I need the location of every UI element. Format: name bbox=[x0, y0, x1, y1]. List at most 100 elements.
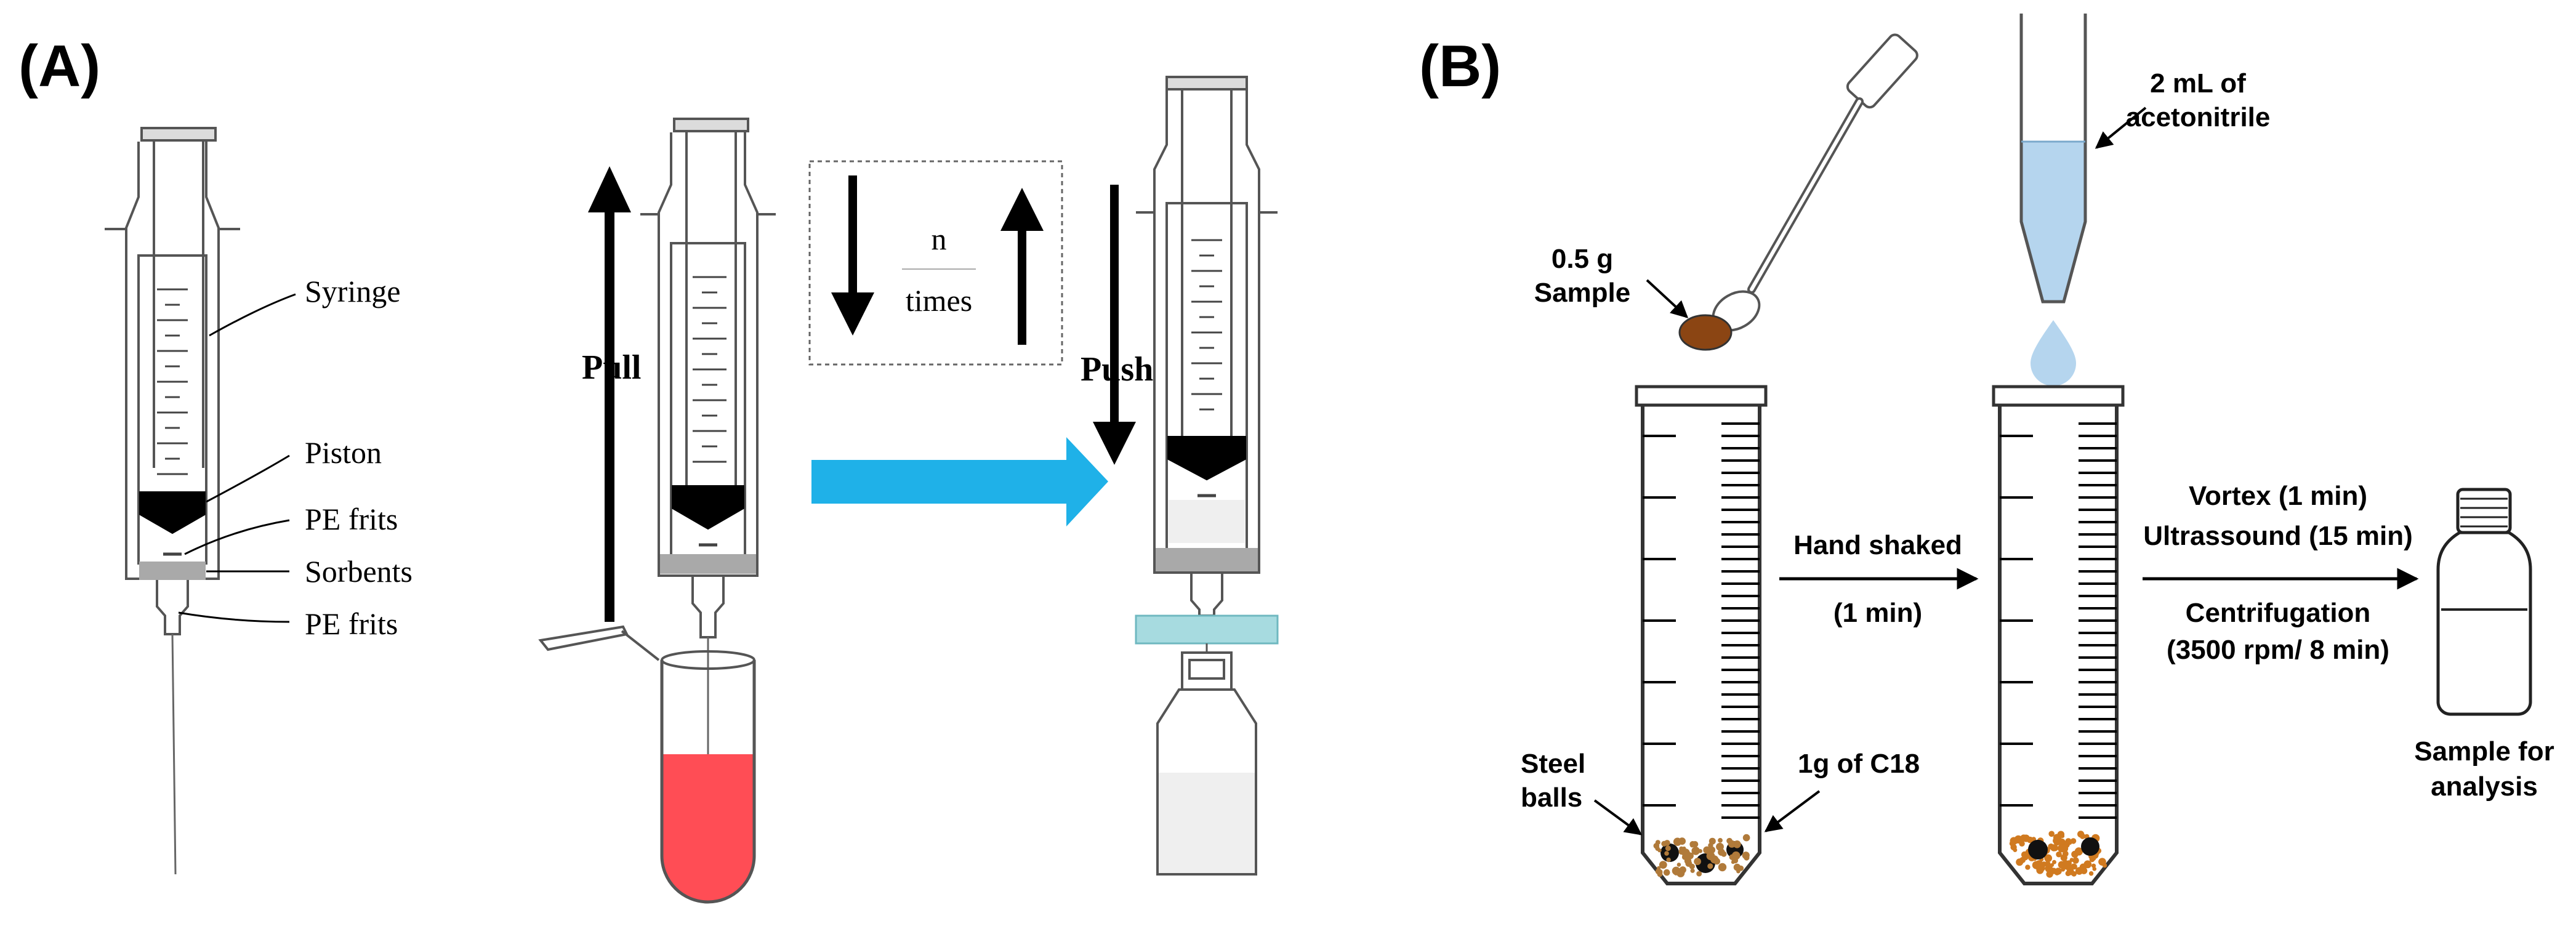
collection-vial bbox=[1156, 643, 1257, 876]
sorbent-particle bbox=[1666, 857, 1671, 863]
sorbent-particle bbox=[2067, 840, 2072, 845]
sorbent-particle bbox=[1665, 845, 1671, 852]
centrifugation-params: (3500 rpm/ 8 min) bbox=[2167, 635, 2389, 665]
steel-balls-line1: Steel bbox=[1521, 749, 1585, 779]
sorbent-particle bbox=[1706, 852, 1715, 861]
sorbent-particle bbox=[1659, 861, 1667, 869]
sorbent-particle bbox=[2019, 840, 2025, 847]
callout-lines bbox=[178, 293, 296, 623]
sorbent-particle bbox=[1698, 849, 1702, 853]
sorbent-particle bbox=[1726, 837, 1733, 844]
sorbent-particle bbox=[2056, 851, 2062, 858]
acetonitrile-pointer bbox=[2095, 107, 2147, 149]
panel-b-label: (B) bbox=[1419, 33, 1501, 99]
plunger-cap bbox=[140, 127, 217, 142]
sorbent-particle bbox=[2036, 866, 2044, 874]
sorbent-particle bbox=[2079, 833, 2086, 839]
panel-a: (A) bbox=[18, 33, 1279, 904]
sorbent-particle bbox=[1709, 837, 1716, 845]
sorbent-particle bbox=[2009, 840, 2015, 847]
tube-1-contents bbox=[1653, 834, 1750, 877]
sorbent-particle bbox=[1664, 851, 1669, 856]
sorbent-particle bbox=[2098, 860, 2104, 865]
sorbent-particle bbox=[1713, 858, 1721, 865]
syringe-filter bbox=[1135, 614, 1279, 645]
sorbent-particle bbox=[1718, 838, 1723, 843]
sorbent-particle bbox=[1703, 846, 1711, 854]
sorbent-particle bbox=[1707, 863, 1713, 869]
sorbent-particle bbox=[1731, 860, 1735, 864]
sample-mass-line2: Sample bbox=[1534, 278, 1631, 308]
sorbent-particle bbox=[2059, 844, 2064, 850]
syringe-pull bbox=[640, 118, 776, 853]
push-label: Push bbox=[1081, 350, 1153, 389]
centrifuge-tube-2 bbox=[1992, 385, 2125, 885]
final-vial bbox=[2436, 488, 2532, 716]
n-label: n bbox=[932, 222, 947, 256]
centrifugation-label: Centrifugation bbox=[2186, 598, 2371, 628]
centrifuge-tube-1 bbox=[1635, 385, 1768, 885]
pipette bbox=[2019, 14, 2087, 386]
process-arrow bbox=[811, 437, 1108, 526]
sorbent-particle bbox=[1721, 851, 1727, 857]
sorbent-particle bbox=[1742, 834, 1750, 842]
times-label: times bbox=[906, 283, 972, 318]
pull-arrow bbox=[588, 166, 631, 622]
acetonitrile-line2: acetonitrile bbox=[2126, 102, 2271, 132]
sorbent-particle bbox=[2057, 831, 2065, 838]
sorbent-particle bbox=[2052, 860, 2056, 864]
sample-mass-line1: 0.5 g bbox=[1552, 244, 1613, 274]
sample-tube bbox=[538, 625, 756, 904]
sorbent-particle bbox=[2019, 856, 2026, 863]
ultrasound-label: Ultrassound (15 min) bbox=[2143, 521, 2413, 551]
syringe-label: Syringe bbox=[305, 274, 401, 308]
syringe-anatomy bbox=[105, 127, 240, 875]
sample-portion bbox=[1678, 314, 1733, 351]
sorbent-particle bbox=[1664, 840, 1670, 846]
hand-shaked-label: Hand shaked bbox=[1793, 530, 1962, 560]
sorbent-particle bbox=[2072, 857, 2079, 864]
sorbent-particle bbox=[2091, 863, 2096, 868]
sorbent-particle bbox=[1694, 858, 1702, 866]
piston-label: Piston bbox=[305, 435, 382, 470]
sorbent-particle bbox=[1691, 847, 1700, 855]
sorbent-particle bbox=[2027, 836, 2034, 843]
sorbent-particle bbox=[1689, 863, 1695, 869]
c18-label: 1g of C18 bbox=[1798, 749, 1920, 779]
sorbent-particle bbox=[2045, 861, 2051, 867]
tube-1-scale bbox=[1643, 435, 1676, 807]
sorbent-particle bbox=[2088, 871, 2094, 876]
sorbent-particle bbox=[1657, 848, 1662, 853]
tube-2-contents bbox=[2009, 831, 2107, 878]
sorbent-particle bbox=[1690, 868, 1695, 873]
sorbent-particle bbox=[1744, 855, 1750, 861]
sorbent-particle bbox=[1738, 865, 1744, 871]
sorbent-particle bbox=[1678, 837, 1686, 845]
sorbent-particle bbox=[2074, 847, 2083, 856]
syringe-tip bbox=[156, 580, 189, 635]
sample-for-line1: Sample for bbox=[2414, 736, 2554, 767]
sorbent-particle bbox=[2048, 831, 2055, 837]
sorbent-particle bbox=[2044, 854, 2053, 863]
sorbent-particle bbox=[2054, 869, 2060, 876]
push-arrow bbox=[1093, 185, 1136, 465]
sorbent-particle bbox=[2035, 860, 2043, 868]
sorbent-particle bbox=[1655, 840, 1660, 845]
sorbent-particle bbox=[2050, 863, 2055, 868]
sorbent-particle bbox=[2080, 867, 2088, 874]
sorbent-particle bbox=[1686, 852, 1691, 857]
pull-label: Pull bbox=[582, 348, 641, 387]
sorbent-particle bbox=[1732, 855, 1736, 859]
sample-for-line2: analysis bbox=[2431, 771, 2538, 802]
sorbent-particle bbox=[1679, 846, 1684, 852]
sorbent-particle bbox=[1655, 868, 1662, 875]
spatula bbox=[1712, 33, 1918, 332]
sorbent-particle bbox=[2062, 860, 2069, 866]
sorbent-particle bbox=[2091, 856, 2096, 861]
sorbent-particle bbox=[2021, 851, 2028, 858]
n-times-box bbox=[808, 160, 1063, 366]
vortex-label: Vortex (1 min) bbox=[2189, 481, 2367, 511]
sorbent-particle bbox=[2071, 863, 2077, 870]
sorbents-label: Sorbents bbox=[305, 554, 413, 589]
